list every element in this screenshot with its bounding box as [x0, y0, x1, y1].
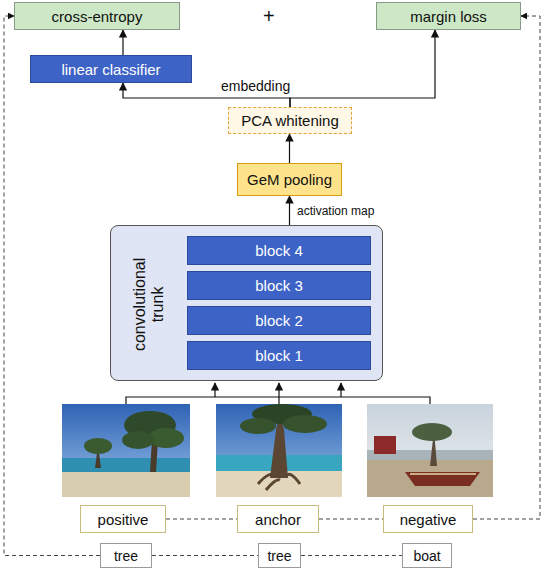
node-text: tree	[114, 548, 138, 564]
node-text: linear classifier	[61, 61, 160, 78]
flow-arrow	[289, 196, 290, 225]
block-box: block 4	[187, 236, 371, 265]
node-text: PCA whitening	[241, 112, 339, 129]
role-box: anchor	[237, 505, 319, 533]
whitening-box: PCA whitening	[228, 107, 352, 134]
plus-sign: +	[263, 5, 275, 27]
label-link	[152, 555, 258, 556]
node-text: positive	[98, 511, 149, 528]
label-link	[4, 16, 100, 556]
class-tag: tree	[258, 543, 301, 568]
class-tag: tree	[100, 543, 152, 568]
image-arrows	[126, 383, 430, 404]
loss-box: margin loss	[376, 2, 521, 30]
negative-photo	[367, 404, 493, 497]
flow-arrow	[289, 134, 290, 163]
loss-box: cross-entropy	[14, 2, 180, 30]
label-link	[319, 519, 383, 520]
node-text: anchor	[255, 511, 301, 528]
flow-arrow	[290, 30, 435, 107]
anchor-photo	[216, 404, 342, 497]
trunk-panel: convolutional trunk block 4 block 3 block 2…	[110, 225, 383, 381]
block-box: block 1	[187, 341, 371, 370]
node-text: GeM pooling	[247, 171, 332, 188]
block-box: block 3	[187, 271, 371, 300]
role-box: negative	[383, 505, 473, 533]
class-tag: boat	[402, 543, 452, 568]
trunk-title: convolutional trunk	[131, 248, 168, 360]
label-link	[166, 519, 237, 520]
classifier-box: linear classifier	[30, 55, 192, 83]
flow-arrow	[122, 30, 123, 55]
node-text: block 2	[255, 312, 303, 329]
node-text: cross-entropy	[52, 8, 143, 25]
role-box: positive	[80, 505, 166, 533]
node-text: block 1	[255, 347, 303, 364]
node-text: tree	[267, 548, 291, 564]
positive-photo	[62, 404, 190, 497]
label-link	[473, 16, 540, 519]
activation-label: activation map	[297, 205, 374, 218]
node-text: margin loss	[410, 8, 487, 25]
block-box: block 2	[187, 306, 371, 335]
label-link	[301, 555, 402, 556]
node-text: block 3	[255, 277, 303, 294]
embedding-label: embedding	[221, 79, 290, 94]
node-text: negative	[400, 511, 457, 528]
node-text: block 4	[255, 242, 303, 259]
node-text: boat	[413, 548, 440, 564]
pooling-box: GeM pooling	[237, 163, 342, 196]
